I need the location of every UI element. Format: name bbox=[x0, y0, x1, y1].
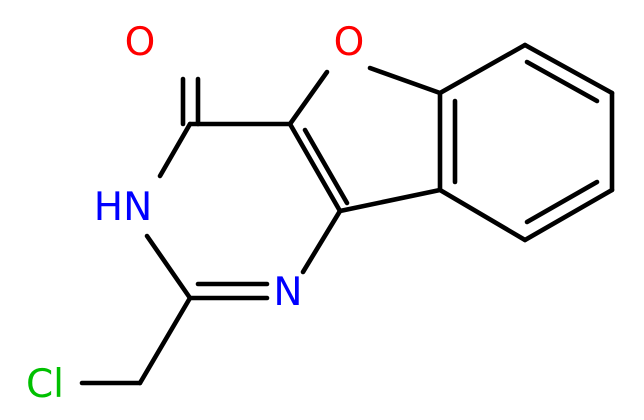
bond-c9a-c9b bbox=[337, 187, 443, 214]
atom-n: N bbox=[273, 270, 302, 315]
bond-c9-c9b bbox=[437, 187, 528, 243]
bonds bbox=[79, 42, 615, 386]
bond-c4-n3 bbox=[157, 121, 193, 179]
atom-nh: HN bbox=[94, 185, 153, 230]
bond-n3-c2 bbox=[144, 233, 193, 301]
atom-cl: Cl bbox=[26, 362, 64, 407]
bond-o5-c5a bbox=[367, 65, 443, 96]
bond-c4a-c9a-2 bbox=[302, 127, 350, 206]
bond-n1-c9a bbox=[300, 208, 343, 275]
bond-c5a-c6 bbox=[437, 42, 528, 96]
bond-c8-c9 bbox=[522, 187, 615, 243]
bond-c4a-o5 bbox=[287, 69, 330, 127]
bond-c4a-c9a-1 bbox=[287, 121, 343, 214]
atom-o-furan: O bbox=[334, 20, 365, 65]
atom-labels: O O HN N Cl bbox=[26, 20, 364, 407]
atom-o-carbonyl: O bbox=[125, 20, 156, 65]
bond-c8-c9-inner bbox=[524, 179, 600, 225]
bond-c6-c7 bbox=[522, 42, 615, 96]
bond-c6-c7-inner bbox=[524, 59, 600, 104]
bond-c2-ch2 bbox=[137, 295, 193, 386]
